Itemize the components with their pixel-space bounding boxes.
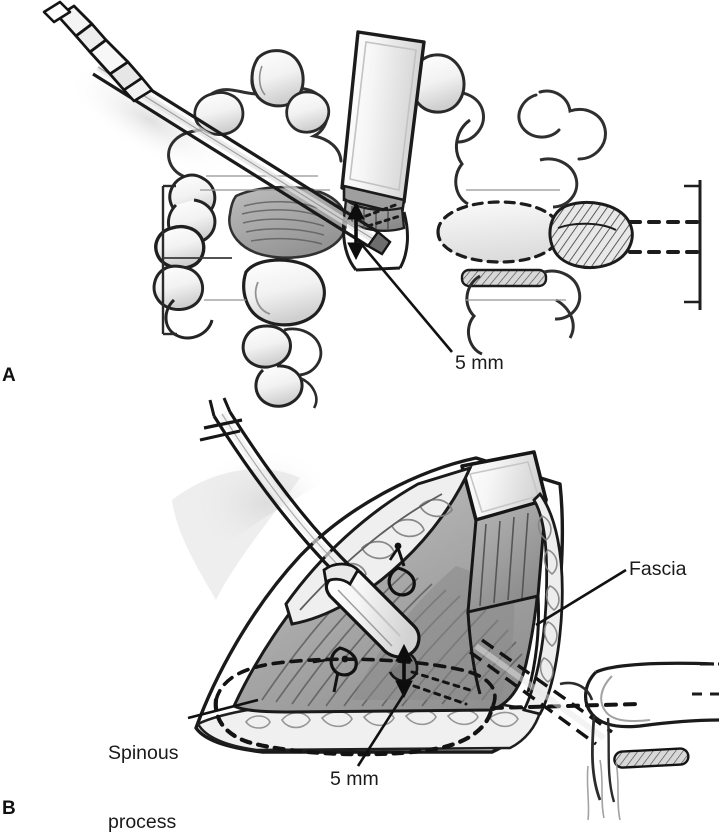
endoscope-a	[42, 0, 392, 256]
leader-line-5mm-a	[357, 239, 453, 353]
retractor-blade-b	[460, 450, 548, 695]
right-vertebra-cut-section	[436, 200, 702, 288]
spinous-label-line1: Spinous	[108, 742, 179, 764]
panel-b-letter: B	[2, 798, 16, 819]
spinous-label-line2: process	[108, 811, 177, 833]
dimension-label-5mm-panel-b: 5 mm	[330, 768, 379, 790]
dimension-label-5mm-panel-a: 5 mm	[455, 352, 504, 374]
leader-line-spinous-process	[187, 698, 259, 720]
panel-a-artwork	[42, 0, 702, 409]
panel-b-artwork	[172, 397, 719, 821]
adjacent-level-anatomy	[559, 661, 719, 821]
leader-line-5mm-b	[356, 693, 406, 767]
vertebral-column-posterior	[152, 49, 702, 409]
dimension-arrow-a	[347, 201, 365, 261]
anatomy-label-spinous-process: Spinous process	[108, 696, 178, 835]
anatomy-label-fascia: Fascia	[629, 558, 687, 580]
suture-loops	[312, 542, 416, 693]
endoscope-handle	[42, 0, 154, 103]
left-lamina-facets	[152, 173, 217, 340]
dimension-arrow-b	[395, 643, 413, 699]
leader-line-fascia	[535, 568, 627, 627]
endoscope-shadow	[65, 64, 235, 176]
fascia-lateral-margin	[521, 491, 564, 716]
back-contour-shadow	[190, 446, 340, 560]
lateral-instrument-b	[468, 638, 690, 769]
retractor-blade-a	[340, 30, 426, 272]
endoscope-b	[199, 397, 421, 683]
panel-a-letter: A	[2, 365, 16, 386]
spinous-process-dashed-outline	[213, 657, 642, 757]
